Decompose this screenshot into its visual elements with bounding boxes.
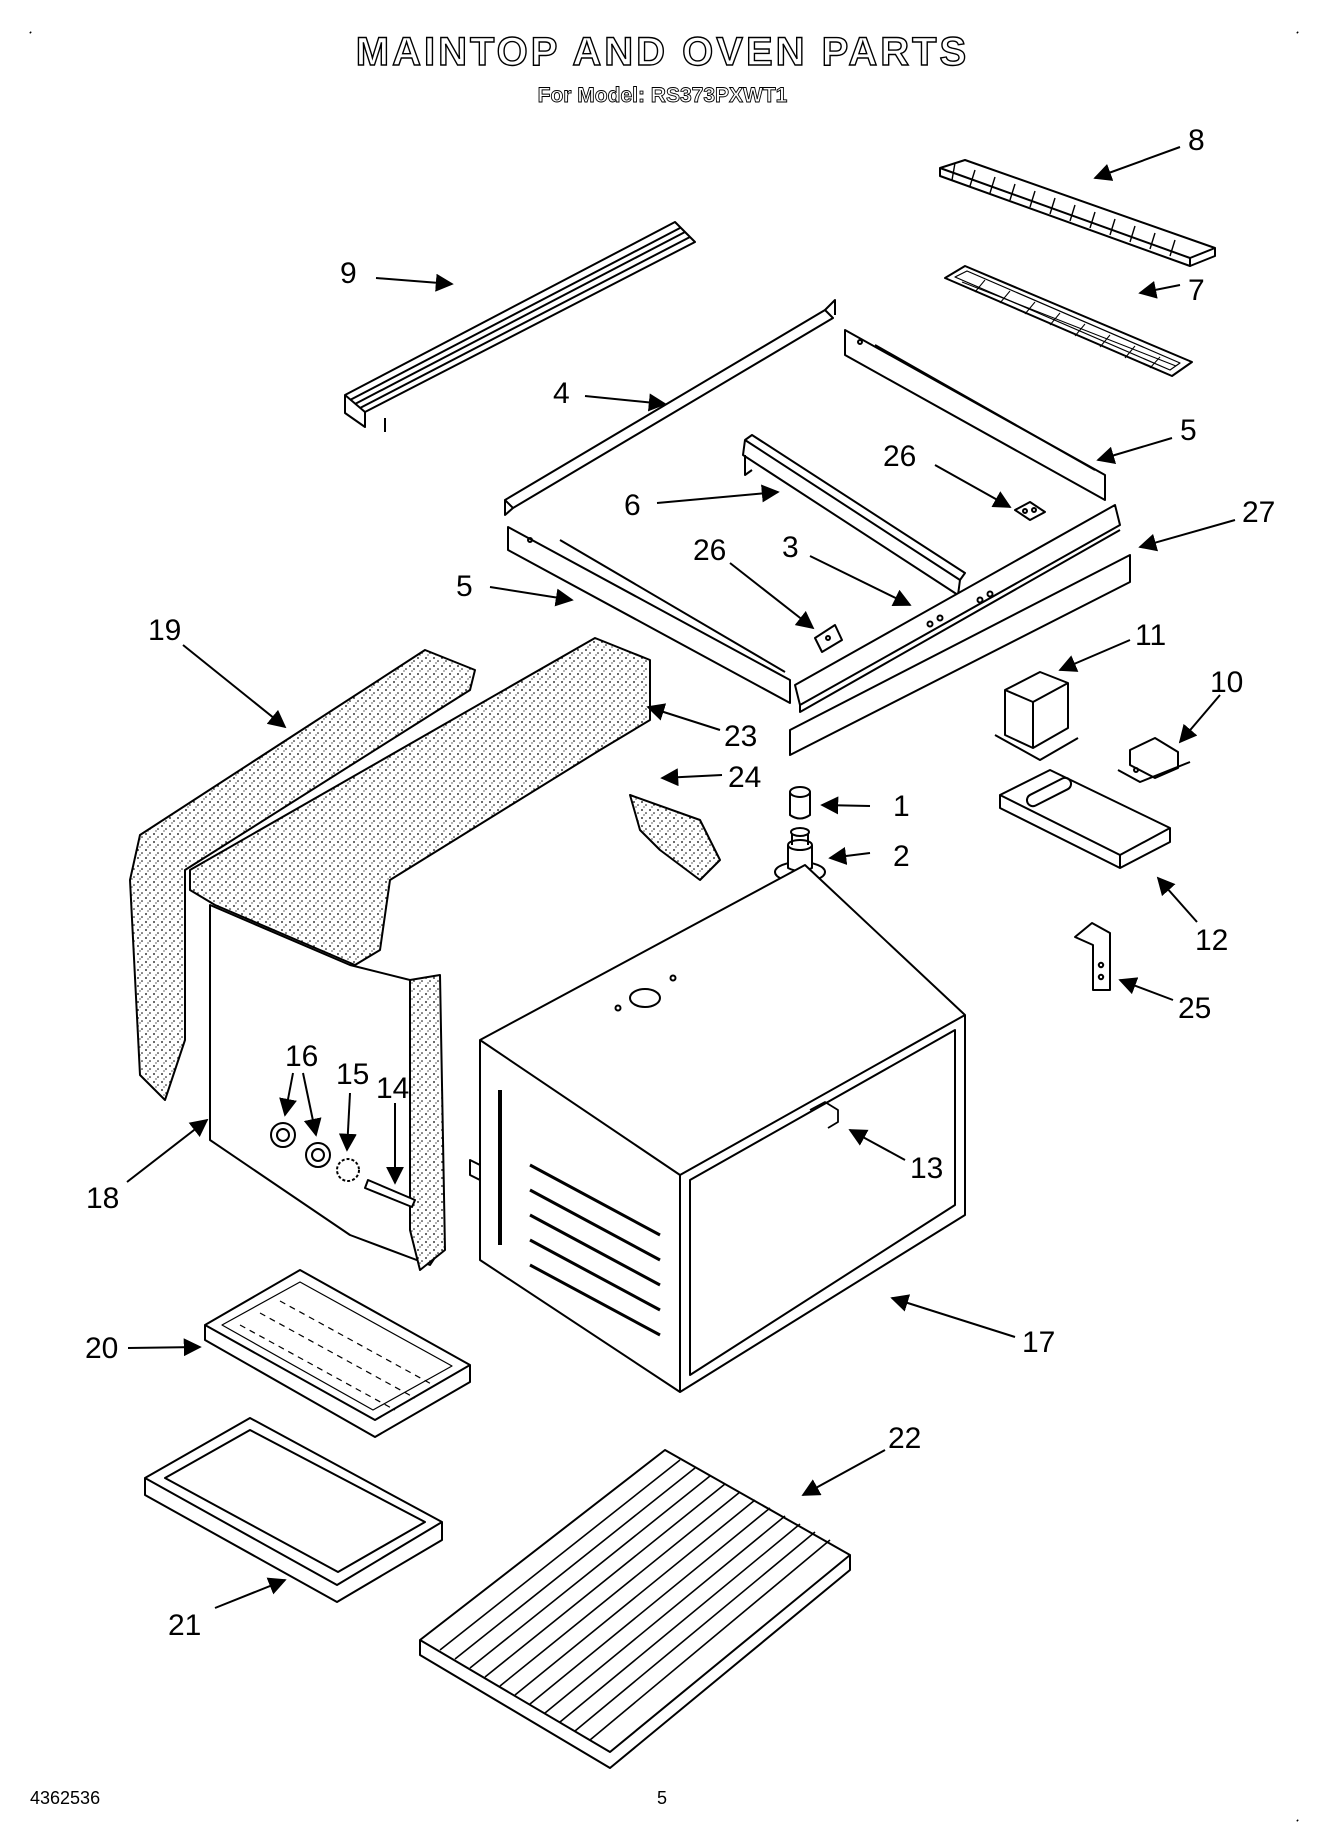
callout-17: 17	[1022, 1326, 1055, 1359]
callout-12: 12	[1195, 924, 1228, 957]
part-20-broiler-grid	[204, 1269, 471, 1438]
part-11-block	[994, 671, 1079, 761]
page-number: 5	[657, 1788, 668, 1808]
leader-3	[809, 555, 912, 606]
leader-5b	[489, 586, 574, 607]
leader-1	[820, 796, 871, 815]
callout-23: 23	[724, 720, 757, 753]
leader-12	[1156, 876, 1198, 923]
leader-21	[214, 1577, 287, 1609]
model-subtitle: For Model: RS373PXWT1	[537, 84, 788, 108]
callout-5-lower: 5	[456, 570, 473, 603]
leader-5a	[1096, 437, 1173, 465]
callout-24: 24	[728, 761, 761, 794]
leader-19	[182, 644, 287, 729]
part-19-insulation-wrap	[129, 649, 721, 1101]
leader-26b	[729, 562, 815, 630]
leader-16b	[302, 1072, 322, 1137]
leader-24	[660, 768, 723, 787]
part-12-cover	[999, 769, 1171, 869]
callout-1: 1	[893, 790, 910, 823]
part-9-rail	[344, 221, 696, 432]
callout-20: 20	[85, 1332, 118, 1365]
callout-19: 19	[148, 614, 181, 647]
part-5-channel-left	[507, 526, 791, 704]
page-title: MAINTOP AND OVEN PARTS	[355, 29, 970, 74]
callout-7: 7	[1188, 274, 1205, 307]
document-number: 4362536	[30, 1788, 101, 1808]
callout-14: 14	[376, 1072, 409, 1105]
part-27-strip	[789, 554, 1131, 756]
callout-25: 25	[1178, 992, 1211, 1025]
callout-5-upper: 5	[1180, 414, 1197, 447]
leader-9	[375, 273, 454, 292]
leader-27	[1138, 519, 1236, 552]
callout-4: 4	[553, 377, 570, 410]
leader-23	[646, 703, 721, 731]
leader-13	[848, 1129, 906, 1161]
callout-labels: 8 7 9 4 5 26 6 27 26 3 5 19 11 10 23 24 …	[85, 124, 1275, 1642]
leader-16a	[279, 1072, 297, 1117]
callout-26-upper: 26	[883, 440, 916, 473]
part-8-grille	[939, 159, 1216, 267]
leader-8	[1093, 146, 1181, 181]
callout-21: 21	[168, 1609, 201, 1642]
part-14-pin	[364, 1179, 416, 1208]
part-7-screen	[944, 265, 1193, 377]
part-3-front-angle	[794, 504, 1121, 713]
leader-17	[890, 1294, 1016, 1338]
part-25-bracket	[1074, 922, 1111, 991]
callout-15: 15	[336, 1058, 369, 1091]
part-4-angle	[504, 299, 836, 516]
part-17-oven-cavity	[469, 864, 966, 1393]
part-16-grommets	[270, 1122, 331, 1168]
leader-22	[801, 1449, 886, 1496]
callout-26-lower: 26	[693, 534, 726, 567]
callout-18: 18	[86, 1182, 119, 1215]
leader-2	[828, 847, 871, 865]
leader-18	[126, 1118, 209, 1183]
part-15-grommet	[336, 1158, 360, 1182]
leader-15	[338, 1092, 357, 1152]
part-26-clip-left	[814, 624, 843, 653]
callout-2: 2	[893, 840, 910, 873]
part-21-broiler-pan	[144, 1417, 443, 1603]
callout-13: 13	[910, 1152, 943, 1185]
corner-marks	[29, 31, 1299, 1822]
leader-arrows	[126, 146, 1236, 1609]
leader-20	[127, 1338, 202, 1357]
part-24-insulation-top	[189, 637, 651, 966]
part-1-cap	[789, 786, 811, 820]
leader-10	[1178, 694, 1221, 744]
callout-9: 9	[340, 257, 357, 290]
callout-10: 10	[1210, 666, 1243, 699]
part-5-channel-right	[844, 329, 1106, 501]
leader-4	[584, 393, 667, 412]
part-10-bracket	[1117, 737, 1191, 783]
callout-8: 8	[1188, 124, 1205, 157]
leader-7	[1138, 280, 1181, 299]
callout-11: 11	[1135, 619, 1166, 652]
leader-11	[1058, 639, 1131, 672]
part-18-insulation-side	[209, 904, 446, 1271]
leader-6	[656, 484, 780, 504]
leader-25	[1118, 977, 1174, 1001]
callout-3: 3	[782, 531, 799, 564]
part-22-rack	[419, 1449, 851, 1769]
part-26-clip-right	[1014, 501, 1046, 521]
part-6-bracket	[742, 434, 966, 596]
leader-26a	[934, 464, 1012, 508]
callout-16: 16	[285, 1040, 318, 1073]
callout-22: 22	[888, 1422, 921, 1455]
callout-6: 6	[624, 489, 641, 522]
callout-27: 27	[1242, 496, 1275, 529]
